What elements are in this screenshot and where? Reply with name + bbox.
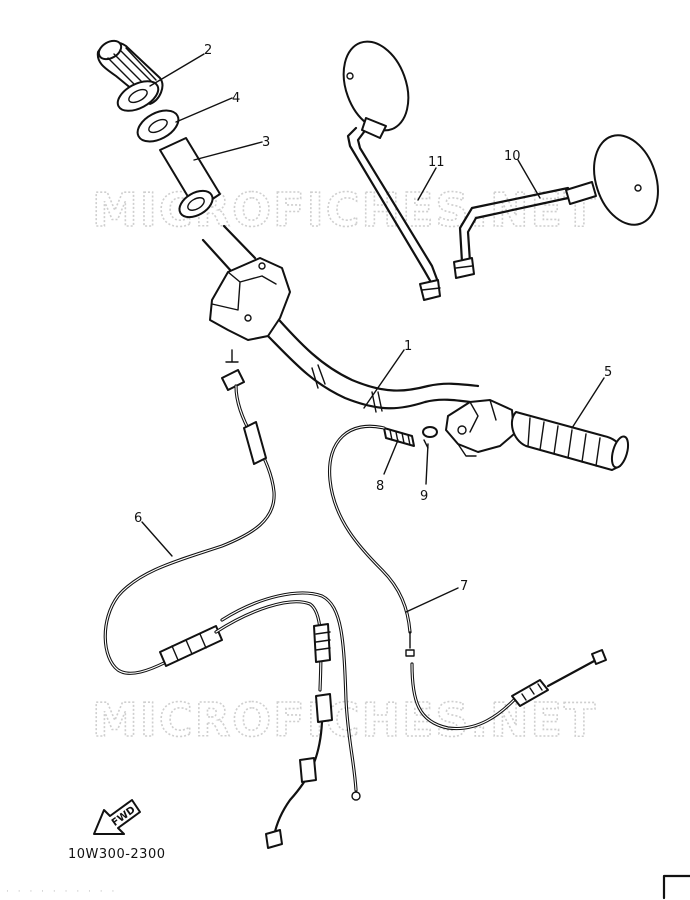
mirror-right (453, 134, 659, 279)
right-grip (510, 411, 630, 471)
fwd-arrow-icon: FWD (93, 799, 141, 835)
cable-clip (422, 426, 438, 449)
diagram-code: 10W300-2300 (68, 847, 165, 862)
left-switch-housing (209, 257, 291, 341)
mirror-left (342, 40, 441, 301)
label-part-7: 7 (460, 579, 468, 594)
label-part-2: 2 (204, 43, 212, 58)
clutch-cable (103, 349, 276, 675)
label-part-3: 3 (262, 135, 270, 150)
handlebar (201, 224, 480, 413)
watermark-top: MICROFICHES.NET (92, 183, 597, 237)
leader-lines (141, 53, 605, 613)
lower-cables (214, 591, 361, 849)
label-part-1: 1 (404, 339, 412, 354)
throttle-housing (445, 399, 515, 457)
throttle-cable (327, 424, 607, 731)
label-part-10: 10 (504, 149, 521, 164)
grip-collar (159, 137, 221, 219)
label-part-8: 8 (376, 479, 384, 494)
label-part-4: 4 (232, 91, 240, 106)
label-part-5: 5 (604, 365, 612, 380)
label-part-6: 6 (134, 511, 142, 526)
left-grip (96, 39, 164, 112)
label-part-9: 9 (420, 489, 428, 504)
footer-faint-text: · · · · · · · · · · (6, 887, 117, 897)
corner-bracket (662, 874, 690, 900)
label-part-11: 11 (428, 155, 445, 170)
grip-ring (136, 109, 180, 143)
cable-adjuster (383, 427, 415, 447)
